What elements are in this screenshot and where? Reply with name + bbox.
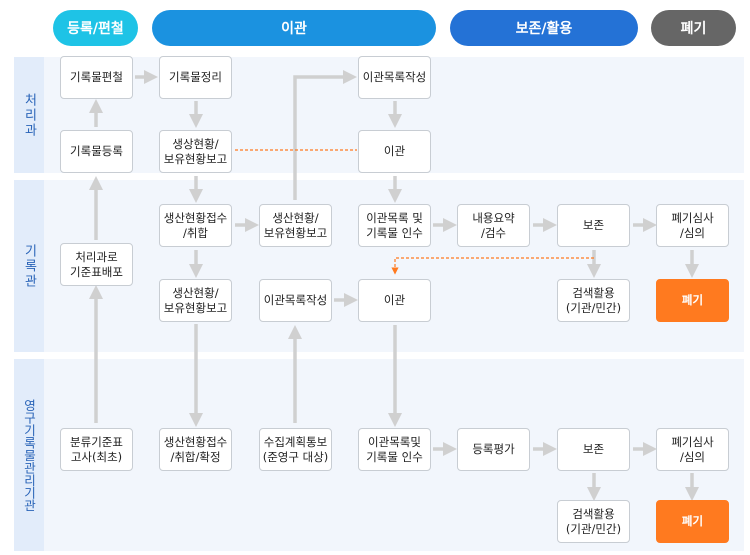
node-disposal-review-bottom: 폐기심사 /심의 — [656, 428, 729, 471]
node-production-report-top: 생상현황/ 보유현황보고 — [159, 130, 232, 173]
phase-transfer: 이관 — [152, 10, 436, 46]
node-transfer-list-receipt-bottom: 이관목록및 기록물 인수 — [358, 428, 431, 471]
node-preservation-mid: 보존 — [557, 204, 630, 247]
node-classification-distribution: 처리과로 기준표배포 — [60, 243, 133, 286]
node-transfer-top: 이관 — [358, 130, 431, 173]
arrow-report-mid-to-transfer-list-top — [293, 70, 357, 200]
phase-preservation: 보존/활용 — [450, 10, 638, 46]
node-record-registration: 기록물등록 — [60, 130, 133, 173]
node-preservation-bottom: 보존 — [557, 428, 630, 471]
lane-tab-records-center: 기록관 — [14, 180, 44, 352]
node-classification-notice: 분류기준표 고사(최초) — [60, 428, 133, 471]
lane-label-records-center: 기록관 — [21, 243, 37, 289]
node-transfer-list-prep-mid: 이관목록작성 — [259, 279, 332, 322]
node-record-filing: 기록물편철 — [60, 56, 133, 99]
node-disposal-review-mid: 폐기심사 /심의 — [656, 204, 729, 247]
node-production-report-mid: 생산현황/ 보유현황보고 — [259, 204, 332, 247]
phase-registration: 등록/편철 — [53, 10, 138, 46]
node-disposal-mid: 폐기 — [656, 279, 729, 322]
lane-tab-permanent-archive: 영구기록물관리기관 — [14, 359, 44, 551]
node-content-summary-review: 내용요약 /검수 — [457, 204, 530, 247]
node-disposal-bottom: 폐기 — [656, 500, 729, 543]
dashed-link-preservation-to-transfer — [391, 257, 594, 275]
node-production-receipt-mid: 생산현황접수 /취합 — [159, 204, 232, 247]
node-collection-plan-notice: 수집계획통보 (준영구 대상) — [259, 428, 332, 471]
node-transfer-mid: 이관 — [358, 279, 431, 322]
node-record-arrangement: 기록물정리 — [159, 56, 232, 99]
node-production-report-mid2: 생산현황/ 보유현황보고 — [159, 279, 232, 322]
node-registration-evaluation: 등록평가 — [457, 428, 530, 471]
node-transfer-list-receipt-mid: 이관목록 및 기록물 인수 — [358, 204, 431, 247]
node-search-use-bottom: 검색활용 (기관/민간) — [557, 500, 630, 543]
lane-label-division: 처리과 — [21, 92, 37, 138]
lane-tab-division: 처리과 — [14, 57, 44, 173]
node-production-receipt-bottom: 생산현황접수 /취합/확정 — [159, 428, 232, 471]
node-transfer-list-prep-top: 이관목록작성 — [358, 56, 431, 99]
node-search-use-mid: 검색활용 (기관/민간) — [557, 279, 630, 322]
lane-label-permanent-archive: 영구기록물관리기관 — [21, 398, 37, 512]
phase-disposal: 폐기 — [651, 10, 736, 46]
